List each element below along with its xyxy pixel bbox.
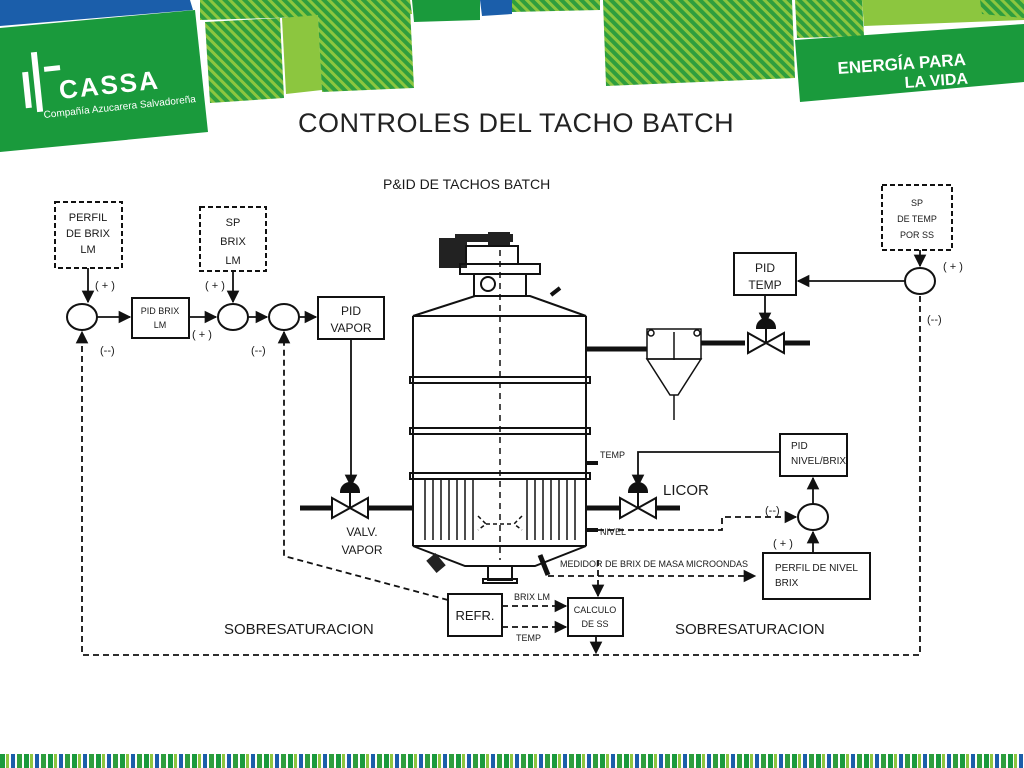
svg-text:SP: SP [226, 217, 241, 229]
svg-text:PID: PID [791, 441, 808, 452]
temp-label: TEMP [600, 450, 625, 460]
entrainment-separator [586, 328, 810, 420]
licor-control-valve [586, 482, 680, 520]
perfil-brix-block: PERFIL DE BRIX LM [54, 201, 123, 269]
svg-text:VAPOR: VAPOR [341, 543, 382, 557]
svg-text:NIVEL/BRIX: NIVEL/BRIX [791, 456, 846, 467]
sign-labels: ( + ) (--) ( + ) ( + ) (--) ( + ) (--) (… [95, 261, 963, 550]
slide-title: CONTROLES DEL TACHO BATCH [298, 108, 735, 138]
brix-lm-label: BRIX LM [514, 592, 550, 602]
diagram-heading: P&ID DE TACHOS BATCH [383, 176, 550, 192]
svg-text:BRIX: BRIX [775, 578, 799, 589]
header-banner: CASSA Compañía Azucarera Salvadoreña ENE… [0, 0, 1024, 152]
svg-text:( + ): ( + ) [943, 261, 963, 273]
refr-block: REFR. [447, 593, 503, 637]
svg-text:PERFIL: PERFIL [69, 212, 108, 224]
medidor-label: MEDIDOR DE BRIX DE MASA MICROONDAS [560, 559, 748, 569]
svg-text:CALCULO: CALCULO [574, 605, 617, 615]
svg-text:VAPOR: VAPOR [330, 321, 371, 335]
svg-text:(--): (--) [927, 314, 942, 326]
svg-text:(--): (--) [765, 505, 780, 517]
svg-text:LM: LM [154, 320, 167, 330]
temp-control-valve [747, 318, 785, 355]
svg-text:LM: LM [225, 255, 240, 267]
svg-text:LM: LM [80, 244, 95, 256]
cassa-logo-panel: CASSA Compañía Azucarera Salvadoreña [0, 10, 208, 152]
temp-signal-label: TEMP [516, 633, 541, 643]
svg-text:DE BRIX: DE BRIX [66, 228, 111, 240]
svg-text:( + ): ( + ) [95, 280, 115, 292]
svg-text:( + ): ( + ) [205, 280, 225, 292]
svg-text:(--): (--) [251, 345, 266, 357]
sobresaturacion-right-label: SOBRESATURACION [675, 621, 825, 638]
calculo-ss-block: CALCULO DE SS [567, 597, 624, 637]
sp-brix-block: SP BRIX LM [199, 206, 267, 272]
sobresaturacion-left-label: SOBRESATURACION [224, 621, 374, 638]
slogan-line2: LA VIDA [904, 71, 969, 92]
measurement-lines [75, 296, 921, 656]
slogan-logo-panel: ENERGÍA PARA LA VIDA [795, 24, 1024, 102]
footer-strip [0, 754, 1024, 768]
pid-brix-block: PID BRIX LM [131, 297, 190, 339]
svg-text:DE TEMP: DE TEMP [897, 214, 937, 224]
svg-text:SP: SP [911, 198, 923, 208]
perfil-nivel-block: PERFIL DE NIVEL BRIX [762, 552, 871, 600]
svg-text:REFR.: REFR. [456, 608, 495, 623]
pid-vapor-block: PID VAPOR [317, 296, 385, 340]
svg-text:POR SS: POR SS [900, 230, 934, 240]
svg-text:( + ): ( + ) [192, 329, 212, 341]
refractometer-probe [426, 553, 446, 573]
pid-temp-block: PID TEMP [733, 252, 797, 296]
agitator-impeller [477, 515, 523, 531]
svg-text:TEMP: TEMP [748, 278, 781, 292]
summing-junctions [66, 267, 936, 531]
valv-vapor-label: VALV. [346, 525, 377, 539]
svg-text:PID: PID [755, 261, 775, 275]
svg-text:BRIX: BRIX [220, 236, 246, 248]
process-labels: VALV. VAPOR LICOR TEMP NIVEL MEDIDOR DE … [224, 450, 825, 643]
microwave-brix-probe [537, 554, 551, 576]
steam-control-valve [300, 482, 413, 520]
calandria-tubes [424, 480, 576, 540]
svg-text:PID BRIX: PID BRIX [141, 306, 180, 316]
svg-text:PERFIL DE NIVEL: PERFIL DE NIVEL [775, 563, 858, 574]
svg-text:( + ): ( + ) [773, 538, 793, 550]
nivel-label: NIVEL [600, 527, 626, 537]
svg-text:(--): (--) [100, 345, 115, 357]
sp-temp-block: SP DE TEMP POR SS [881, 184, 953, 251]
licor-label: LICOR [663, 482, 709, 499]
svg-text:DE SS: DE SS [581, 619, 608, 629]
decorative-blocks [0, 0, 1024, 103]
pid-nivel-block: PID NIVEL/BRIX [779, 433, 848, 477]
svg-text:PID: PID [341, 304, 361, 318]
tacho-vessel [409, 232, 591, 584]
signal-lines [81, 250, 927, 553]
